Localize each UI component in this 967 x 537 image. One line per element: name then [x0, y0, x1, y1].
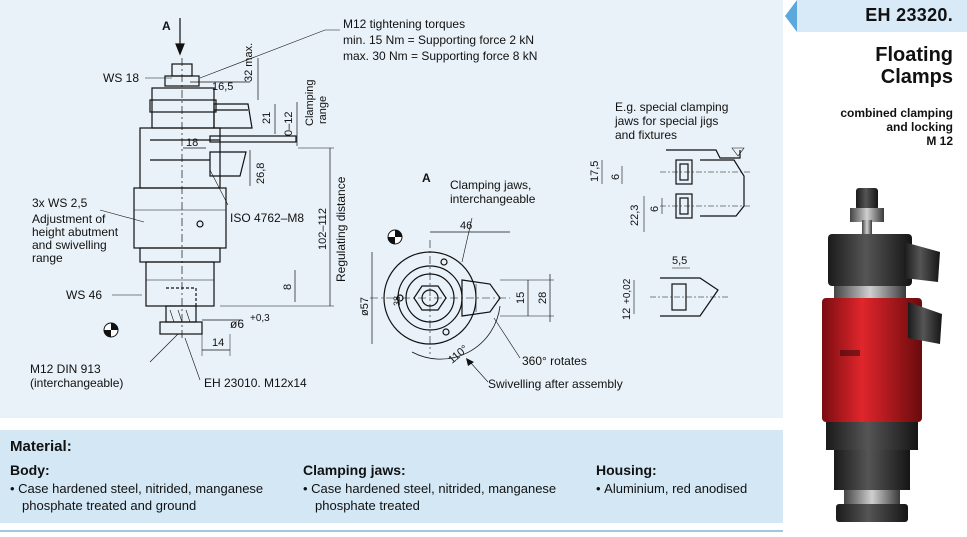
product-code-tab	[797, 0, 967, 32]
iso-4762-label: ISO 4762–M8	[230, 211, 304, 225]
dim-16-5: 16,5	[212, 81, 233, 93]
regulating-distance-label: Regulating distance	[334, 176, 348, 282]
material-body-heading: Body:	[10, 462, 50, 478]
datum-symbol-side	[103, 322, 119, 338]
product-sub-line3: M 12	[926, 134, 953, 148]
adjust-line1: Adjustment of	[32, 212, 106, 226]
swivel-label: Swivelling after assembly	[488, 377, 623, 391]
dim-12-tolerance: +0,02	[622, 278, 633, 304]
torque-min: min. 15 Nm = Supporting force 2 kN	[343, 33, 534, 47]
dim-5-5: 5,5	[672, 255, 687, 267]
datum-symbol-top	[387, 229, 403, 245]
view-a-side-label: A	[422, 171, 431, 185]
product-subtitle: combined clamping and locking M 12	[840, 106, 953, 148]
dim-0-12: 0–12	[283, 112, 295, 136]
material-jaws: Clamping jaws: Case hardened steel, nitr…	[303, 462, 588, 514]
product-sub-line1: combined clamping	[840, 106, 953, 120]
product-title-line1: Floating	[875, 44, 953, 66]
dim-18: 18	[186, 137, 198, 149]
adjust-line2: height abutment	[32, 225, 119, 239]
dim-14: 14	[212, 337, 224, 349]
dim-d57: ø57	[359, 297, 371, 316]
technical-drawing-area	[0, 0, 783, 418]
rotates-label: 360° rotates	[522, 354, 587, 368]
torque-max: max. 30 Nm = Supporting force 8 kN	[343, 49, 537, 63]
dim-32-max: 32 max.	[243, 43, 255, 82]
material-body-text: Case hardened steel, nitrided, manganese…	[10, 480, 295, 514]
eg-line3: and fixtures	[615, 128, 677, 142]
dim-d6-tolerance: +0,3	[250, 313, 270, 324]
dim-38: 38	[392, 296, 402, 306]
jaws-label-line1: Clamping jaws,	[450, 178, 531, 192]
side-view-clamp	[133, 18, 297, 340]
dim-12: 12	[621, 308, 633, 320]
material-title: Material:	[10, 438, 72, 455]
adjust-line3: and swivelling	[32, 238, 107, 252]
eh23010-label: EH 23010. M12x14	[204, 376, 307, 390]
ws18-label: WS 18	[103, 71, 139, 85]
jaws-label-line2: interchangeable	[450, 192, 536, 206]
dim-d6: ø6	[230, 317, 244, 331]
adjust-line4: range	[32, 251, 63, 265]
product-code: EH 23320.	[865, 5, 953, 25]
torque-title: M12 tightening torques	[343, 17, 465, 31]
product-title: Floating Clamps	[875, 44, 953, 88]
top-view-clamp	[370, 240, 510, 360]
technical-drawing: A A M12 tightening torques min. 15 Nm = …	[30, 17, 752, 391]
product-sub-line2: and locking	[886, 120, 953, 134]
material-housing: Housing: Aluminium, red anodised	[596, 462, 776, 497]
dim-8: 8	[282, 284, 294, 290]
dim-102-112: 102–112	[317, 208, 329, 250]
clamping-range-line1: Clamping	[304, 80, 316, 126]
product-title-line2: Clamps	[880, 66, 953, 88]
dim-6a: 6	[610, 174, 622, 180]
material-body: Body: Case hardened steel, nitrided, man…	[10, 462, 295, 514]
ws25-label: 3x WS 2,5	[32, 196, 88, 210]
eg-line1: E.g. special clamping	[615, 100, 728, 114]
view-a-label: A	[162, 19, 171, 33]
material-housing-heading: Housing:	[596, 462, 657, 478]
material-jaws-text: Case hardened steel, nitrided, manganese…	[303, 480, 588, 514]
dim-28: 28	[537, 292, 549, 304]
bottom-divider	[0, 530, 783, 532]
dim-110-deg: 110°	[446, 343, 471, 366]
m12-din-line2: (interchangeable)	[30, 376, 123, 390]
dim-46: 46	[460, 220, 472, 232]
eg-line2: jaws for special jigs	[614, 114, 718, 128]
dim-26-8: 26,8	[255, 163, 267, 184]
dim-17-5: 17,5	[589, 161, 601, 182]
material-housing-text: Aluminium, red anodised	[596, 480, 776, 497]
special-jaw-detail	[650, 147, 752, 317]
material-jaws-heading: Clamping jaws:	[303, 462, 406, 478]
dim-22-3: 22,3	[629, 205, 641, 226]
m12-din-line1: M12 DIN 913	[30, 362, 101, 376]
ws46-label: WS 46	[66, 288, 102, 302]
dim-15: 15	[515, 292, 527, 304]
tab-arrow-icon	[785, 0, 797, 32]
product-photo	[822, 188, 942, 522]
clamping-range-line2: range	[317, 96, 329, 124]
dim-6b: 6	[649, 206, 661, 212]
dim-21: 21	[261, 112, 273, 124]
